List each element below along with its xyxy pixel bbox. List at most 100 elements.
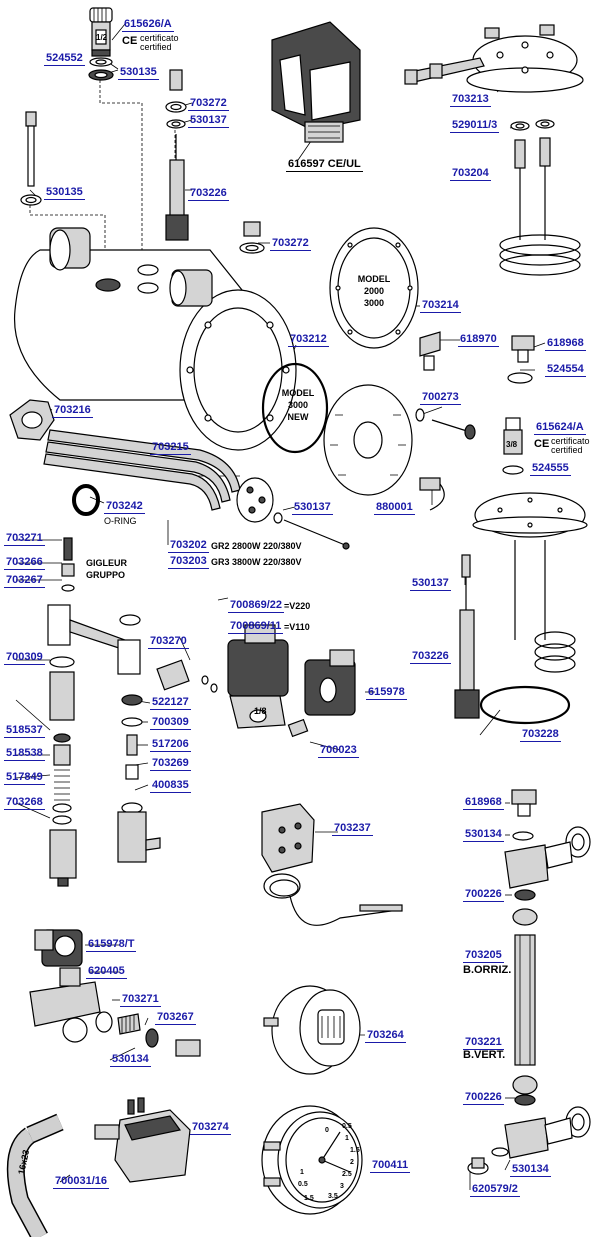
part-label[interactable]: 618970 [458, 333, 499, 347]
part-label[interactable]: 530134 [110, 1053, 151, 1067]
part-label[interactable]: 703212 [288, 333, 329, 347]
part-label[interactable]: 700023 [318, 744, 359, 758]
part-label[interactable]: 524555 [530, 462, 571, 476]
part-label[interactable]: 703272 [188, 97, 229, 111]
part-label[interactable]: 703274 [190, 1121, 231, 1135]
part-label[interactable]: 703216 [52, 404, 93, 418]
part-label[interactable]: 703267 [4, 574, 45, 588]
part-label[interactable]: 615978 [366, 686, 407, 700]
part-label[interactable]: 703269 [150, 757, 191, 771]
part-label[interactable]: 703215 [150, 441, 191, 455]
part-label[interactable]: 703237 [332, 822, 373, 836]
boiler-tank [13, 227, 297, 451]
solenoid-valve [227, 624, 309, 738]
part-label[interactable]: 615978/T [86, 938, 137, 952]
part-label[interactable]: 618968 [545, 337, 586, 351]
certificato-text: certificato [140, 33, 179, 43]
part-label[interactable]: 615624/A [534, 421, 586, 435]
part-label[interactable]: 530137 [188, 114, 229, 128]
part-label[interactable]: 703242 [104, 500, 145, 514]
part-label[interactable]: 700411 [370, 1159, 411, 1173]
gauge-tick-6: 3 [340, 1183, 344, 1190]
solenoid-valve-lower [29, 929, 201, 1057]
part-label[interactable]: 616597 CE/UL [286, 158, 363, 172]
steam-tube-assembly [467, 789, 591, 1175]
part-label[interactable]: 700031/16 [53, 1175, 109, 1189]
part-label[interactable]: 530137 [292, 501, 333, 515]
part-label[interactable]: 700273 [420, 391, 461, 405]
part-label[interactable]: 620579/2 [470, 1183, 520, 1197]
part-label[interactable]: 703272 [270, 237, 311, 251]
gauge-tick-5: 2.5 [342, 1171, 352, 1178]
part-label[interactable]: 703271 [120, 993, 161, 1007]
part-label[interactable]: 880001 [374, 501, 415, 515]
gasket-new-line3: NEW [288, 412, 310, 422]
level-probe-plug [165, 69, 189, 241]
ce-mark: CE [122, 35, 138, 47]
gasket-2000-line1: MODEL [358, 274, 391, 284]
part-label[interactable]: 524554 [545, 363, 586, 377]
part-label[interactable]: 703204 [450, 167, 491, 181]
o-ring-note: O-RING [104, 516, 137, 526]
level-probe-long [20, 111, 42, 206]
part-label[interactable]: 530134 [463, 828, 504, 842]
part-label[interactable]: 703221 [463, 1036, 504, 1050]
part-label[interactable]: 518538 [4, 747, 45, 761]
part-label[interactable]: 700869/22 [228, 599, 284, 613]
certified-text: certified [140, 42, 172, 52]
part-label[interactable]: 703268 [4, 796, 45, 810]
part-label[interactable]: 618968 [463, 796, 504, 810]
part-label[interactable]: 700869/11 [228, 620, 284, 634]
plug-703272 [239, 221, 265, 254]
gasket-new-line2: 3000 [288, 400, 308, 410]
valve-size-three-eighths: 3/8 [506, 440, 518, 449]
part-label[interactable]: 703267 [155, 1011, 196, 1025]
part-label[interactable]: 703226 [410, 650, 451, 664]
assembly-guide-lines [29, 75, 176, 270]
certificato-text-2: certificato [551, 436, 590, 446]
element-coil-703204 [499, 119, 581, 276]
part-label[interactable]: 703202 [168, 539, 209, 553]
part-label[interactable]: 703203 [168, 555, 209, 569]
gauge-tick-2: 1 [345, 1135, 349, 1142]
v110-note: =V110 [284, 622, 310, 632]
part-label[interactable]: 530134 [510, 1163, 551, 1177]
part-label[interactable]: 530135 [44, 186, 85, 200]
v220-note: =V220 [284, 601, 311, 611]
part-label[interactable]: 620405 [86, 965, 127, 979]
thermometer-703264 [263, 985, 361, 1075]
gigleur-note: GIGLEUR [86, 558, 128, 568]
part-label[interactable]: 700309 [150, 716, 191, 730]
part-label[interactable]: 703270 [148, 635, 189, 649]
gasket-2000-line3: 3000 [364, 298, 384, 308]
part-label[interactable]: 700226 [463, 888, 504, 902]
part-label[interactable]: 703264 [365, 1029, 406, 1043]
flange-gasket-703216 [9, 399, 55, 441]
part-label[interactable]: 517206 [150, 738, 191, 752]
valve-618970 [419, 331, 441, 371]
part-label[interactable]: 518537 [4, 724, 45, 738]
part-label[interactable]: 517849 [4, 771, 45, 785]
element-flange-lower [472, 492, 588, 725]
part-label[interactable]: 529011/3 [450, 119, 500, 133]
part-label[interactable]: 703226 [188, 187, 229, 201]
part-label[interactable]: 703266 [4, 556, 45, 570]
part-label[interactable]: 703205 [463, 949, 504, 963]
part-label[interactable]: 703228 [520, 728, 561, 742]
gruppo-note: GRUPPO [86, 570, 126, 580]
gasket-new-line1: MODEL [282, 388, 315, 398]
part-label[interactable]: 703213 [450, 93, 491, 107]
part-label[interactable]: 700309 [4, 651, 45, 665]
part-label[interactable]: 530135 [118, 66, 159, 80]
part-label[interactable]: 522127 [150, 696, 191, 710]
part-label[interactable]: 400835 [150, 779, 191, 793]
part-label[interactable]: 530137 [410, 577, 451, 591]
part-label[interactable]: 524552 [44, 52, 85, 66]
part-label[interactable]: 700226 [463, 1091, 504, 1105]
part-label[interactable]: 703214 [420, 299, 461, 313]
part-label[interactable]: 615626/A [122, 18, 174, 32]
pump-703274 [94, 1097, 191, 1183]
pressure-switch [271, 21, 361, 143]
part-label[interactable]: 703271 [4, 532, 45, 546]
safety-valve-3-8 [502, 417, 524, 475]
